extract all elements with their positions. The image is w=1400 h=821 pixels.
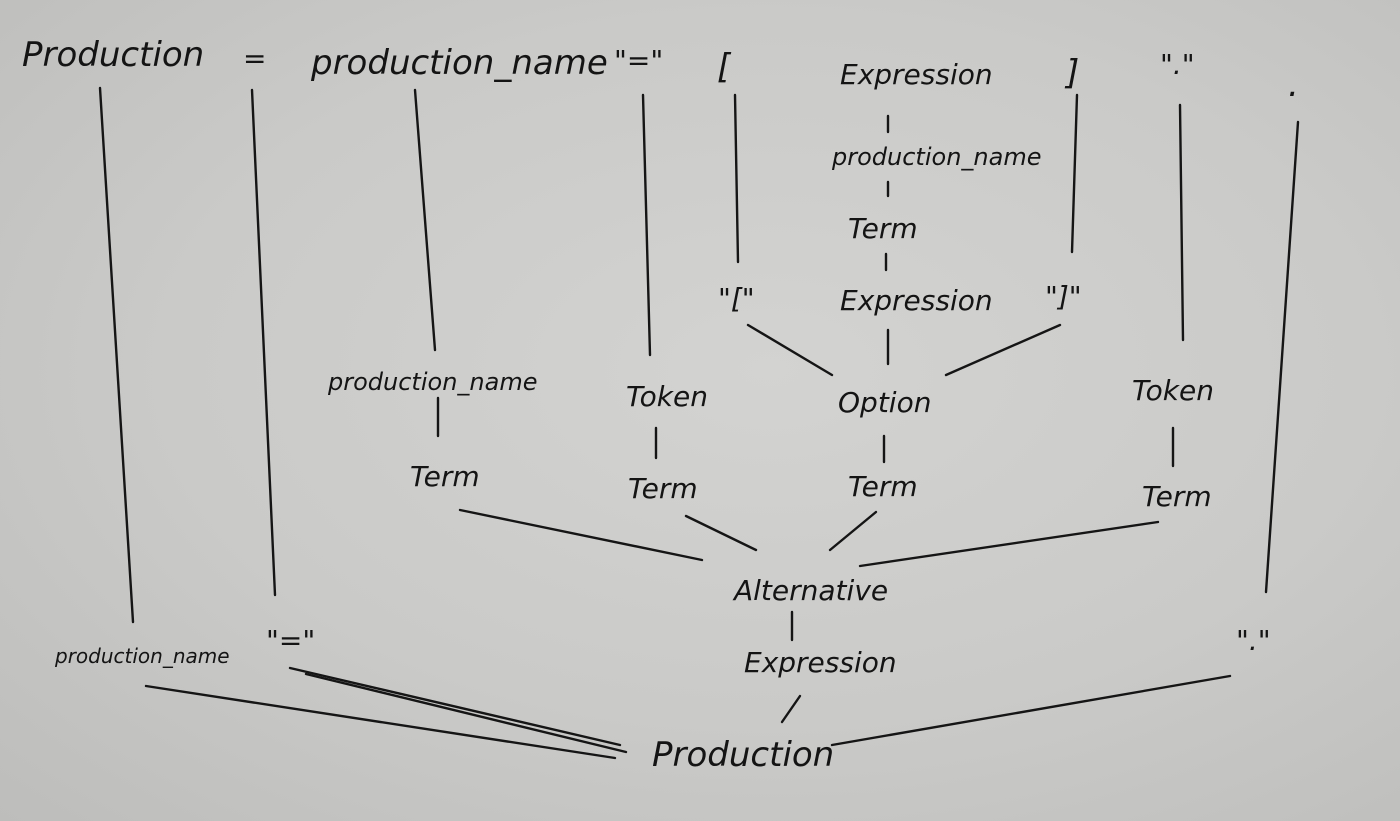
top-production: Production	[22, 35, 204, 75]
middle-token-1: Token	[626, 380, 708, 413]
top-period-literal: "."	[1160, 48, 1195, 81]
middle-production-name: production_name	[327, 368, 537, 396]
middle-term-1: Term	[410, 460, 480, 493]
option-term: Term	[848, 212, 918, 245]
top-row: Production = production_name "=" [ Expre…	[22, 35, 1299, 105]
edge-term-1-alternative	[458, 508, 704, 562]
tree-edges	[98, 86, 1300, 760]
option-node: Option	[838, 386, 931, 419]
bottom-production: Production	[652, 735, 834, 775]
option-expression: Expression	[840, 284, 993, 317]
edge-production-to-production-name	[98, 86, 135, 624]
top-close-bracket: ]	[1064, 53, 1079, 93]
middle-term-2: Term	[628, 472, 698, 505]
edge-equals-literal-to-production-a	[288, 666, 622, 747]
top-period: .	[1288, 65, 1299, 105]
edge-expression-production	[780, 694, 802, 724]
edge-period-literal-to-production	[830, 674, 1232, 747]
edge-production-name-to-production	[144, 684, 617, 760]
edge-equals-to-equals-literal	[250, 88, 277, 597]
option-close-bracket-literal: "]"	[1045, 280, 1082, 313]
middle-term-4: Term	[1142, 480, 1212, 513]
top-production-name: production_name	[310, 43, 608, 83]
edge-period-down	[1264, 120, 1300, 594]
middle-expression: Expression	[744, 646, 897, 679]
top-equals-literal: "="	[614, 44, 663, 77]
bottom-row: production_name "=" "." Production	[54, 624, 1271, 775]
top-open-bracket: [	[717, 47, 732, 87]
edge-term-2-alternative	[684, 514, 758, 552]
edge-term-3-alternative	[828, 510, 878, 552]
edge-close-bracket-literal-option	[944, 323, 1062, 377]
middle-alternative: Alternative	[732, 574, 888, 607]
edge-open-bracket-literal-option	[746, 323, 834, 377]
middle-nodes: production_name Term Token Term Token Te…	[327, 368, 1214, 679]
edge-equals-literal-to-production-b	[304, 672, 628, 754]
bottom-period-literal: "."	[1236, 624, 1271, 657]
bottom-equals-literal: "="	[266, 624, 315, 657]
edge-equals-literal-down	[641, 93, 652, 357]
edge-term-4-alternative	[858, 520, 1160, 568]
edge-open-bracket-down	[733, 93, 740, 264]
top-equals-sign: =	[243, 42, 266, 75]
option-term-below: Term	[848, 470, 918, 503]
edge-production-name-down	[413, 88, 437, 352]
option-open-bracket-literal: "["	[718, 282, 755, 315]
middle-token-2: Token	[1132, 374, 1214, 407]
edge-period-literal-down	[1178, 103, 1185, 342]
top-expression: Expression	[840, 58, 993, 91]
bottom-production-name: production_name	[54, 644, 230, 668]
edge-close-bracket-down	[1070, 93, 1079, 254]
option-chain: production_name Term "[" Expression "]" …	[718, 143, 1082, 503]
option-production-name: production_name	[831, 143, 1041, 171]
